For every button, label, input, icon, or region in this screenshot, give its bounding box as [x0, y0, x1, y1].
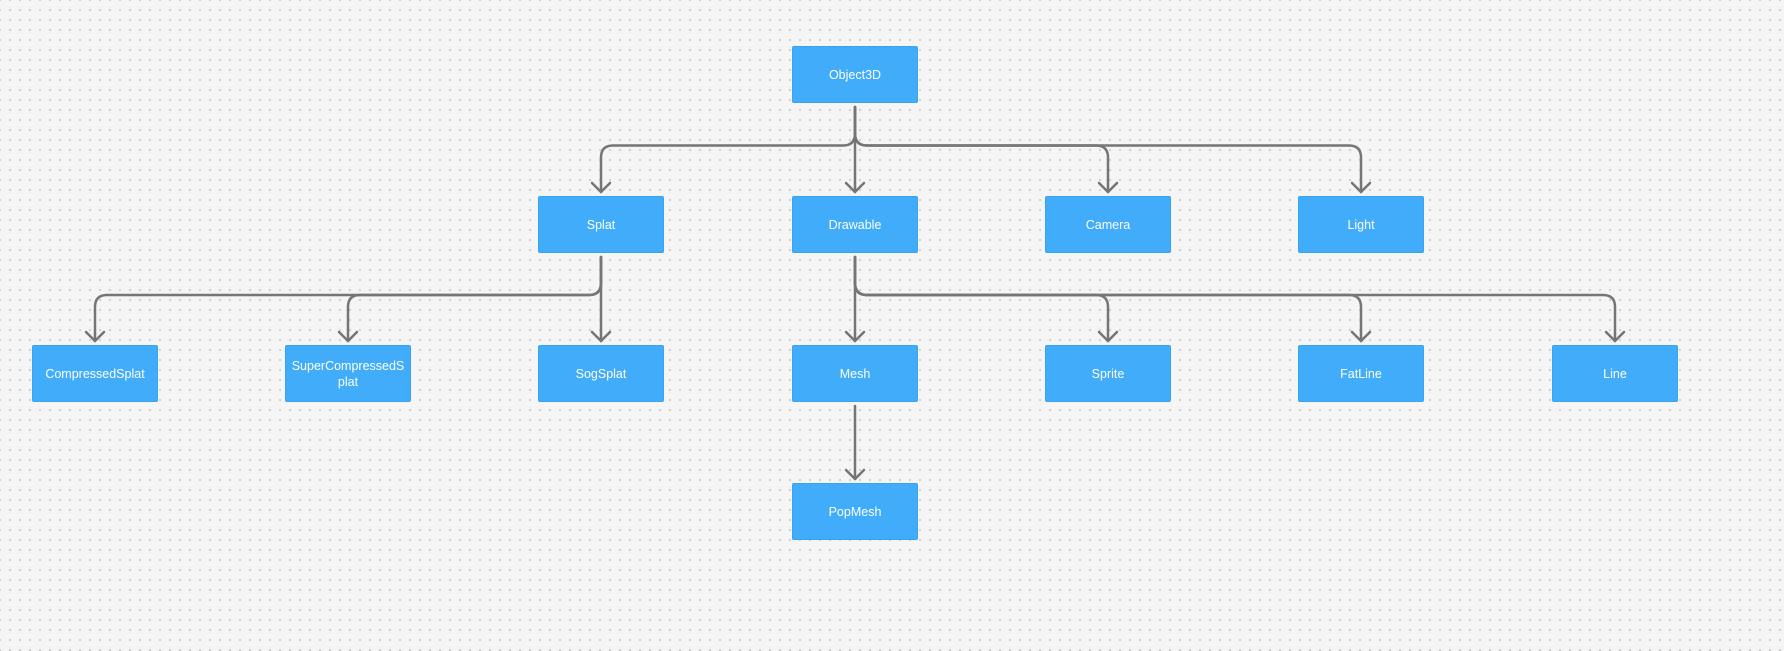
edge-object3d-to-camera [853, 105, 1110, 194]
node-sprite[interactable]: Sprite [1045, 345, 1171, 402]
arrowhead-icon [590, 330, 612, 343]
edge-drawable-to-sprite [853, 255, 1110, 343]
node-light[interactable]: Light [1298, 196, 1424, 253]
edge-object3d-to-splat [599, 105, 857, 194]
node-label: Line [1603, 366, 1627, 381]
node-camera[interactable]: Camera [1045, 196, 1171, 253]
arrowhead-icon [84, 330, 106, 343]
node-popmesh[interactable]: PopMesh [792, 483, 918, 540]
arrowhead-icon [1350, 330, 1372, 343]
node-label: Light [1347, 217, 1375, 232]
arrowhead-icon [590, 181, 612, 194]
arrowhead-icon [1097, 181, 1119, 194]
node-mesh[interactable]: Mesh [792, 345, 918, 402]
node-label: CompressedSplat [45, 366, 145, 381]
node-label: Mesh [839, 366, 871, 381]
node-label: Sprite [1091, 366, 1125, 381]
node-compressed-splat[interactable]: CompressedSplat [32, 345, 158, 402]
edge-drawable-to-line [853, 255, 1617, 343]
arrowhead-icon [844, 330, 866, 343]
node-super-compressed-splat[interactable]: SuperCompressedSplat [285, 345, 411, 402]
node-line[interactable]: Line [1552, 345, 1678, 402]
arrowhead-icon [337, 330, 359, 343]
node-label: FatLine [1340, 366, 1382, 381]
node-label: PopMesh [828, 504, 882, 519]
node-label: SuperCompressedSplat [291, 358, 405, 389]
arrowhead-icon [1097, 330, 1119, 343]
node-fatline[interactable]: FatLine [1298, 345, 1424, 402]
arrowhead-icon [844, 181, 866, 194]
node-drawable[interactable]: Drawable [792, 196, 918, 253]
edge-object3d-to-light [853, 105, 1363, 194]
node-object3d[interactable]: Object3D [792, 46, 918, 103]
edge-splat-to-super-compressed-splat [346, 255, 603, 343]
node-label: Splat [586, 217, 616, 232]
node-label: Camera [1085, 217, 1131, 232]
node-label: SogSplat [575, 366, 627, 381]
node-label: Drawable [828, 217, 882, 232]
node-sog-splat[interactable]: SogSplat [538, 345, 664, 402]
arrowhead-icon [1350, 181, 1372, 194]
arrowhead-icon [1604, 330, 1626, 343]
node-splat[interactable]: Splat [538, 196, 664, 253]
node-label: Object3D [828, 67, 882, 82]
arrowhead-icon [844, 468, 866, 481]
